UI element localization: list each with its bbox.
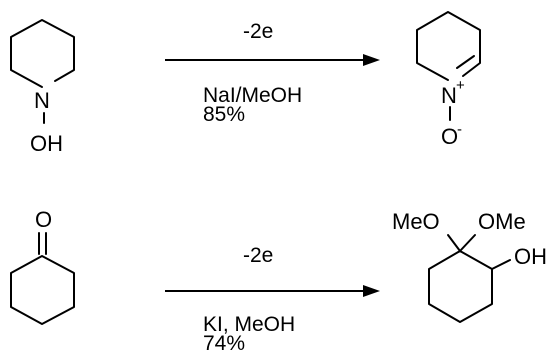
reactant-2-cyclohexanone: O <box>10 207 75 325</box>
reaction-1-yield-label: 85% <box>203 103 245 126</box>
product-1-nitrogen-charge: + <box>456 77 465 94</box>
reaction-1-arrow-head <box>363 54 380 66</box>
reaction-1: N OH -2e NaI/MeOH 85% N + O - <box>10 11 481 156</box>
product-2-c-oh-bond <box>491 259 511 270</box>
product-1-oxygen-charge: - <box>457 121 462 138</box>
product-1-cn-double-bond <box>456 55 475 69</box>
reaction-2-yield-label: 74% <box>203 332 245 351</box>
product-2-c-omeleft-bond <box>447 234 461 252</box>
product-2-ring-bonds <box>428 250 493 323</box>
product-1-oxygen: O <box>441 124 458 149</box>
reactant-1-hydroxyl: OH <box>30 131 63 156</box>
reactant-1-n-hydroxypiperidine: N OH <box>10 19 75 156</box>
product-2-c-omeright-bond <box>459 234 476 252</box>
reactant-2-oxygen: O <box>35 207 52 232</box>
reaction-2-arrow <box>165 285 380 297</box>
product-2-methoxy-left: MeO <box>392 209 440 234</box>
product-1-nitrogen: N <box>441 83 457 108</box>
reaction-2-arrow-head <box>363 285 380 297</box>
reaction-1-condition-above: -2e <box>243 20 273 43</box>
product-2-methoxy-right: OMe <box>478 209 526 234</box>
reactant-2-ring-bonds <box>10 255 75 325</box>
product-1-ring-bonds <box>416 11 481 81</box>
reaction-1-reagent-label: NaI/MeOH <box>203 84 302 107</box>
reaction-1-arrow <box>165 54 380 66</box>
reactant-1-nitrogen: N <box>34 88 50 113</box>
reactant-1-ring-bonds <box>10 19 75 88</box>
reaction-2-reagent-label: KI, MeOH <box>203 313 295 336</box>
reaction-2-condition-above: -2e <box>243 244 273 267</box>
reaction-2: O -2e KI, MeOH 74% MeO OMe OH <box>10 207 547 351</box>
product-1-nitrone: N + O - <box>416 11 481 149</box>
product-2-dimethoxy-cyclohexanol: MeO OMe OH <box>392 209 547 323</box>
product-2-hydroxyl: OH <box>514 244 547 269</box>
